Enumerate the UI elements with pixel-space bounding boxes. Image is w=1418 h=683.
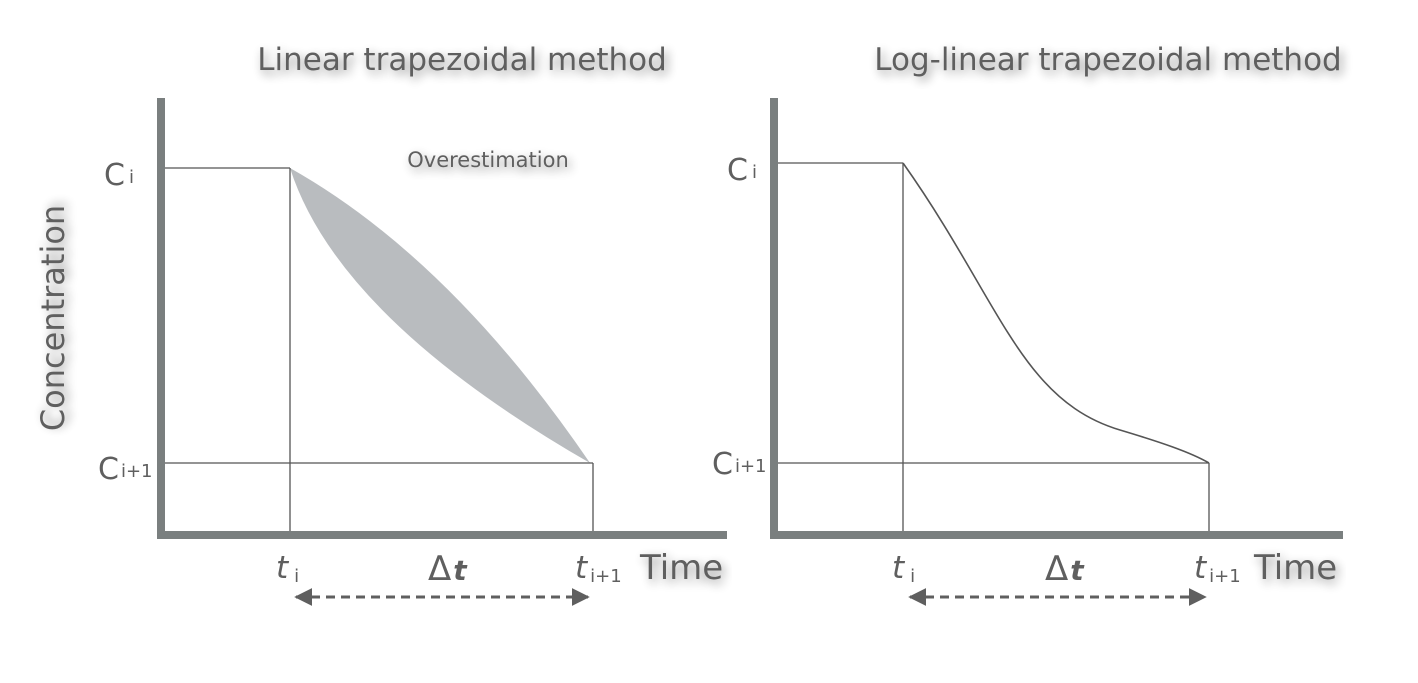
panel-linear: Linear trapezoidal method Overestimation… — [98, 42, 727, 606]
y-axis-label: Concentration — [34, 205, 72, 431]
axes — [157, 98, 727, 539]
panel-title: Log-linear trapezoidal method — [874, 42, 1341, 78]
x-axis-label: Time — [1253, 548, 1337, 588]
x-axis-label: Time — [639, 548, 723, 588]
delta-t-label: Δt — [428, 549, 468, 589]
overestimation-area — [290, 168, 590, 463]
delta-t-label: Δt — [1045, 549, 1085, 589]
axes — [770, 98, 1343, 539]
panel-title: Linear trapezoidal method — [257, 42, 667, 78]
overestimation-label: Overestimation — [407, 148, 569, 172]
decay-curve — [902, 162, 1210, 464]
